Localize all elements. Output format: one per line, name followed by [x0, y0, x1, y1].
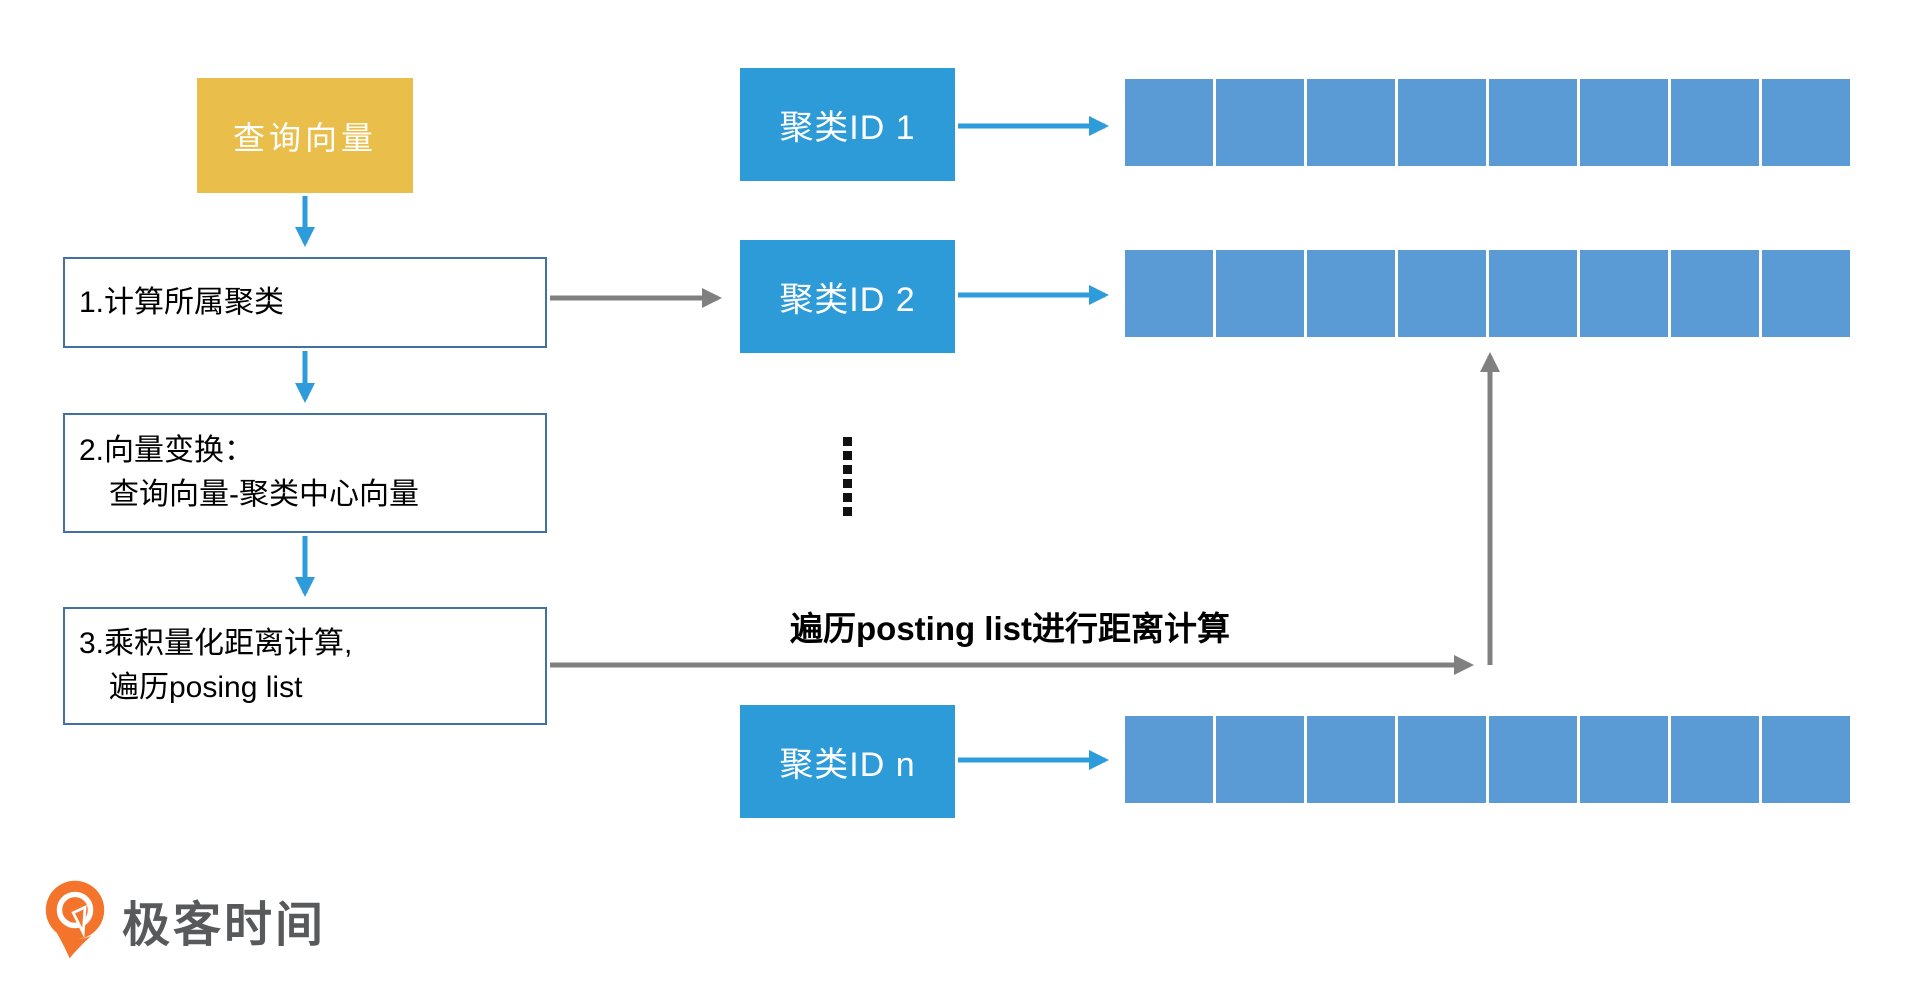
- posting-list-cell: [1216, 716, 1304, 803]
- cluster-id-n-label: 聚类ID n: [779, 746, 916, 784]
- posting-list-cell: [1216, 79, 1304, 166]
- posting-list-cell: [1580, 79, 1668, 166]
- step-2-text-line1: 2.向量变换：: [79, 434, 255, 467]
- ellipsis-dot: [843, 451, 852, 460]
- posting-list-cell: [1307, 250, 1395, 337]
- posting-list-row-n: [1125, 716, 1850, 803]
- posting-list-cell: [1398, 79, 1486, 166]
- posting-list-cell: [1762, 250, 1850, 337]
- ellipsis-dot: [843, 479, 852, 488]
- posting-list-cell: [1125, 250, 1213, 337]
- cluster-id-n-box: 聚类ID n: [740, 705, 955, 818]
- step-box-vector-transform: 2.向量变换： 查询向量-聚类中心向量: [63, 413, 547, 533]
- posting-list-cell: [1671, 250, 1759, 337]
- traverse-posting-list-annotation: 遍历posting list进行距离计算: [790, 610, 1230, 647]
- ellipsis-dot: [843, 507, 852, 516]
- cluster-id-2-box: 聚类ID 2: [740, 240, 955, 353]
- cluster-id-2-label: 聚类ID 2: [779, 281, 916, 319]
- posting-list-cell: [1580, 250, 1668, 337]
- posting-list-cell: [1398, 716, 1486, 803]
- posting-list-cell: [1216, 250, 1304, 337]
- posting-list-cell: [1125, 79, 1213, 166]
- step-1-text: 1.计算所属聚类: [79, 285, 285, 319]
- posting-list-cell: [1671, 716, 1759, 803]
- posting-list-cell: [1398, 250, 1486, 337]
- cluster-id-1-label: 聚类ID 1: [779, 109, 916, 147]
- step-2-text-line2: 查询向量-聚类中心向量: [109, 478, 419, 511]
- ellipsis-dot: [843, 465, 852, 474]
- ellipsis-dot: [843, 493, 852, 502]
- geektime-logo: 极客时间: [42, 878, 326, 962]
- step-box-pq-distance: 3.乘积量化距离计算, 遍历posing list: [63, 607, 547, 725]
- ellipsis-dot: [843, 437, 852, 446]
- posting-list-cell: [1580, 716, 1668, 803]
- posting-list-cell: [1671, 79, 1759, 166]
- step-box-compute-cluster: 1.计算所属聚类: [63, 257, 547, 348]
- vertical-ellipsis: [843, 437, 852, 516]
- posting-list-cell: [1125, 716, 1213, 803]
- geektime-logo-text: 极客时间: [122, 899, 327, 952]
- cluster-id-1-box: 聚类ID 1: [740, 68, 955, 181]
- posting-list-row-2: [1125, 250, 1850, 337]
- posting-list-cell: [1489, 250, 1577, 337]
- posting-list-cell: [1307, 79, 1395, 166]
- posting-list-cell: [1762, 79, 1850, 166]
- query-vector-label: 查询向量: [232, 119, 377, 156]
- step-3-text-line2: 遍历posing list: [109, 671, 303, 704]
- posting-list-row-1: [1125, 79, 1850, 166]
- posting-list-cell: [1762, 716, 1850, 803]
- posting-list-cell: [1489, 79, 1577, 166]
- step-3-text-line1: 3.乘积量化距离计算,: [79, 627, 353, 660]
- posting-list-cell: [1489, 716, 1577, 803]
- geektime-logo-icon: [45, 880, 105, 959]
- posting-list-cell: [1307, 716, 1395, 803]
- query-vector-box: 查询向量: [197, 78, 413, 193]
